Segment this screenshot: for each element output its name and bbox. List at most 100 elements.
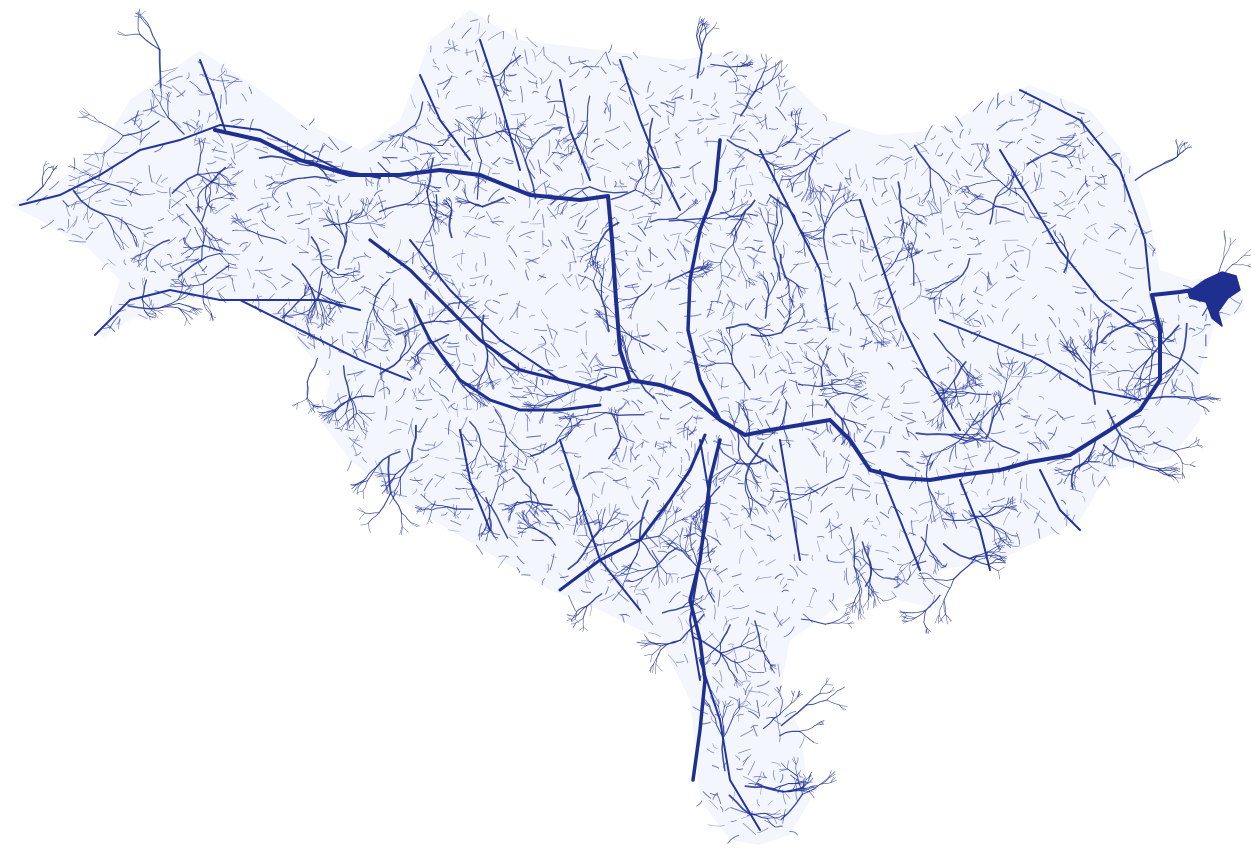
tributary-stream: [802, 232, 815, 239]
tributary-stream: [910, 550, 924, 563]
tributary-stream: [968, 551, 989, 560]
tributary-stream: [1066, 348, 1077, 357]
tributary-stream: [382, 382, 386, 400]
tributary-stream: [801, 303, 805, 312]
tributary-stream: [619, 184, 624, 191]
tributary-stream: [625, 332, 656, 351]
tributary-stream: [1059, 363, 1073, 370]
tributary-stream: [491, 380, 495, 389]
tributary-stream: [910, 186, 914, 193]
tributary-stream: [157, 71, 171, 82]
tributary-stream: [991, 497, 1006, 503]
tributary-stream: [200, 137, 204, 145]
tributary-stream: [433, 186, 441, 189]
tributary-stream: [510, 396, 527, 399]
tributary-stream: [1064, 208, 1076, 217]
tributary-stream: [309, 266, 321, 277]
tributary-stream: [1075, 167, 1082, 171]
tributary-stream: [275, 173, 284, 176]
tributary-stream: [775, 63, 780, 70]
tributary-stream: [1053, 230, 1056, 236]
tributary-stream: [771, 762, 781, 767]
tributary-stream: [961, 513, 967, 519]
tributary-stream: [1026, 250, 1031, 269]
tributary-stream: [410, 338, 417, 348]
tributary-stream: [972, 100, 984, 112]
tributary-stream: [302, 144, 309, 151]
tributary-stream: [876, 325, 890, 333]
tributary-stream: [861, 259, 867, 273]
tributary-stream: [1083, 335, 1086, 343]
tributary-stream: [612, 447, 621, 450]
tributary-stream: [614, 481, 632, 488]
tributary-stream: [775, 83, 781, 100]
tributary-stream: [837, 615, 846, 621]
tributary-stream: [1006, 543, 1011, 548]
tributary-stream: [811, 555, 814, 561]
tributary-stream: [997, 388, 1016, 404]
tributary-stream: [800, 290, 806, 294]
tributary-stream: [419, 196, 428, 204]
tributary-stream: [505, 465, 509, 474]
tributary-stream: [637, 272, 642, 281]
tributary-stream: [945, 392, 954, 398]
tributary-stream: [512, 46, 517, 56]
tributary-stream: [429, 142, 439, 151]
tributary-stream: [598, 276, 602, 283]
tributary-stream: [992, 404, 998, 419]
tributary-stream: [504, 89, 510, 92]
tributary-stream: [166, 75, 183, 83]
tributary-stream: [699, 266, 708, 272]
tributary-stream: [495, 421, 506, 426]
tributary-stream: [457, 263, 463, 271]
tributary-stream: [747, 214, 752, 220]
tributary-stream: [666, 500, 674, 515]
tributary-stream: [670, 232, 682, 236]
tributary-stream: [674, 97, 685, 100]
tributary-stream: [633, 464, 643, 472]
tributary-stream: [731, 791, 735, 802]
tributary-stream: [693, 527, 703, 532]
tributary-stream: [353, 266, 356, 278]
tributary-stream: [545, 349, 550, 366]
tributary-stream: [933, 254, 939, 262]
tributary-stream: [679, 527, 684, 538]
tributary-stream: [457, 202, 463, 204]
tributary-stream: [227, 193, 233, 196]
tributary-stream: [921, 576, 926, 583]
tributary-stream: [654, 139, 661, 144]
tributary-stream: [847, 357, 854, 364]
tributary-stream: [317, 323, 325, 328]
tributary-stream: [734, 678, 738, 687]
tributary-stream: [1083, 341, 1092, 351]
tributary-stream: [679, 175, 691, 179]
tributary-stream: [183, 259, 201, 262]
tributary-stream: [697, 128, 699, 135]
tributary-stream: [322, 255, 333, 257]
tributary-stream: [418, 251, 425, 267]
tributary-stream: [644, 217, 650, 231]
tributary-stream: [1135, 373, 1142, 386]
tributary-stream: [534, 461, 539, 474]
tributary-stream: [995, 390, 1000, 397]
tributary-stream: [360, 428, 367, 436]
tributary-stream: [1192, 326, 1206, 337]
tributary-stream: [544, 55, 556, 65]
tributary-stream: [564, 145, 569, 152]
tributary-stream: [927, 628, 929, 634]
tributary-stream: [798, 310, 805, 323]
tributary-stream: [562, 137, 570, 141]
tributary-stream: [757, 438, 765, 440]
tributary-stream: [413, 476, 423, 486]
tributary-stream: [416, 352, 420, 361]
tributary-stream: [432, 65, 440, 71]
tributary-stream: [1166, 427, 1174, 434]
tributary-stream: [474, 30, 486, 44]
tributary-stream: [607, 575, 619, 582]
tributary-stream: [779, 504, 784, 513]
tributary-stream: [638, 566, 656, 572]
tributary-stream: [549, 462, 564, 470]
tributary-stream: [1204, 396, 1213, 400]
tributary-stream: [263, 273, 272, 279]
tributary-stream: [1083, 233, 1098, 242]
